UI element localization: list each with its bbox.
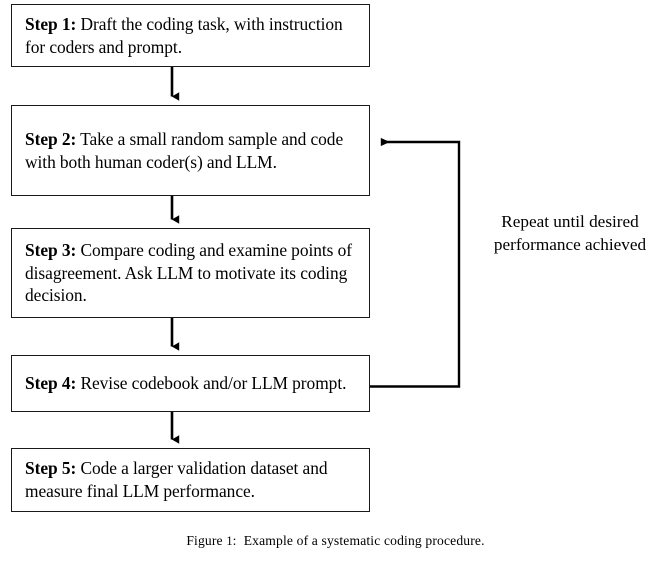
- feedback-loop-label-line-2: performance achieved: [493, 234, 647, 254]
- flow-step-4-label: Step 4:: [25, 373, 77, 394]
- flow-step-1-label: Step 1:: [25, 13, 77, 34]
- feedback-loop-label-line-1: Repeat until desired: [501, 212, 639, 231]
- flow-step-2-label: Step 2:: [25, 128, 77, 149]
- figure-caption: Figure 1: Example of a systematic coding…: [0, 533, 671, 549]
- flow-step-2-body: Take a small random sample and code with…: [25, 128, 344, 172]
- figure-caption-prefix: Figure: [186, 533, 223, 548]
- figure-caption-text: Example of a systematic coding procedure…: [243, 533, 485, 548]
- feedback-loop-label: Repeat until desired performance achieve…: [470, 211, 670, 257]
- flow-step-5-label: Step 5:: [25, 458, 77, 479]
- flow-step-3-body: Compare coding and examine points of dis…: [25, 239, 352, 306]
- flow-step-5: Step 5: Code a larger validation dataset…: [11, 448, 370, 512]
- flow-step-4-body: Revise codebook and/or LLM prompt.: [76, 373, 347, 394]
- feedback-loop-step4-to-step2: [370, 137, 461, 388]
- flow-step-1: Step 1: Draft the coding task, with inst…: [11, 4, 370, 67]
- figure-caption-separator: :: [232, 533, 237, 548]
- flow-step-4-text: Step 4: Revise codebook and/or LLM promp…: [25, 372, 357, 395]
- flow-step-1-body: Draft the coding task, with instruction …: [25, 13, 343, 57]
- flow-step-2-text: Step 2: Take a small random sample and c…: [25, 128, 357, 174]
- flow-step-3-text: Step 3: Compare coding and examine point…: [25, 239, 357, 307]
- flow-step-3: Step 3: Compare coding and examine point…: [11, 228, 370, 318]
- flow-step-5-text: Step 5: Code a larger validation dataset…: [25, 457, 357, 503]
- flow-step-2: Step 2: Take a small random sample and c…: [11, 105, 370, 196]
- flow-step-5-body: Code a larger validation dataset and mea…: [25, 458, 328, 501]
- figure-caption-number: 1: [226, 534, 233, 548]
- flow-step-4: Step 4: Revise codebook and/or LLM promp…: [11, 355, 370, 412]
- flow-step-1-text: Step 1: Draft the coding task, with inst…: [25, 13, 357, 59]
- flow-step-3-label: Step 3:: [25, 239, 77, 260]
